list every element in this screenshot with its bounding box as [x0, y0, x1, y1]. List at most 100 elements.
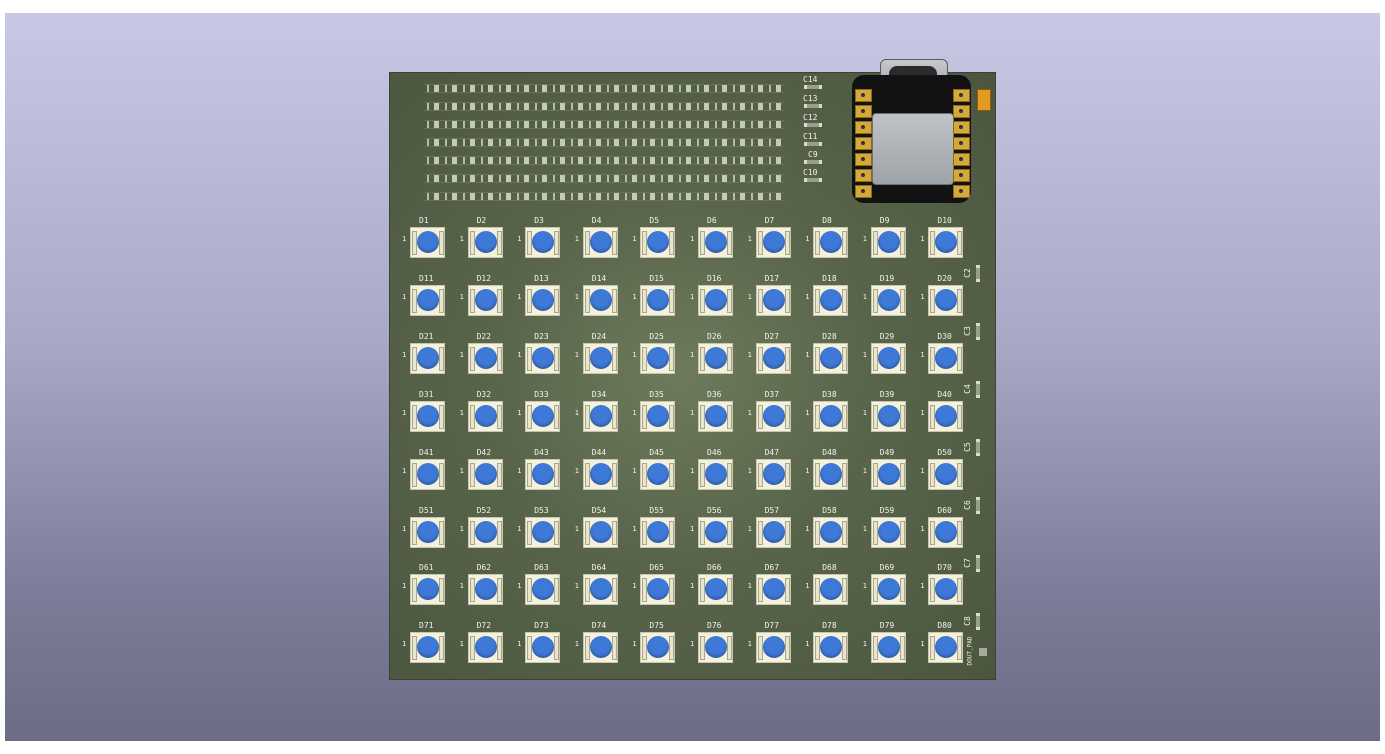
led-pad-right: [554, 520, 560, 545]
pin-one-marker: 1: [747, 292, 752, 301]
dout-pad: [979, 648, 987, 656]
led-pad-right: [727, 462, 732, 487]
led-pad-left: [872, 288, 878, 313]
pin-one-marker: 1: [459, 235, 464, 243]
capacitor-c6: [976, 497, 980, 514]
led-label: D47: [764, 447, 780, 457]
pin-one-marker: 1: [574, 408, 580, 417]
led-pad-left: [700, 520, 705, 545]
led-pad-right: [439, 346, 444, 371]
mcu-pad: [953, 137, 970, 150]
led-pad-left: [872, 231, 878, 255]
led-pad-right: [554, 578, 560, 603]
led-lens: [474, 346, 497, 369]
led-pad-left: [700, 288, 705, 313]
led-pad-right: [842, 231, 848, 255]
led-lens: [647, 578, 670, 601]
led-pad-left: [527, 404, 533, 429]
led-label: D9: [879, 216, 890, 225]
led-pad-left: [757, 520, 763, 545]
led-pad-right: [957, 520, 963, 545]
led-pad-left: [584, 231, 590, 255]
led-pad-left: [584, 346, 590, 371]
led-pad-right: [899, 462, 905, 487]
pin-one-marker: 1: [862, 524, 868, 533]
led-pad-left: [930, 578, 936, 603]
led-label: D25: [649, 331, 664, 341]
led-label: D15: [649, 273, 664, 283]
led-pad-right: [842, 462, 848, 487]
led-pad-right: [899, 231, 905, 255]
led-pad-right: [554, 404, 560, 429]
led-pad-left: [642, 346, 648, 371]
header-row-1: [425, 84, 785, 93]
led-pad-right: [439, 462, 444, 487]
led-pad-left: [815, 462, 821, 487]
3d-viewport[interactable]: C14 C13 C12 C11 C9 C10 C2 C3: [5, 13, 1380, 741]
led-label: D80: [937, 621, 952, 631]
led-lens: [474, 404, 497, 427]
led-lens: [532, 288, 555, 311]
led-pad-left: [700, 231, 705, 255]
led-pad-left: [872, 346, 878, 371]
pin-one-marker: 1: [632, 582, 637, 591]
led-pad-right: [669, 636, 675, 661]
pin-one-marker: 1: [402, 408, 407, 417]
led-pad-right: [899, 288, 905, 313]
led-pad-left: [527, 231, 533, 255]
led-pad-right: [496, 520, 502, 545]
led-label: D28: [822, 331, 837, 341]
led-pad-right: [669, 520, 675, 545]
led-lens: [877, 346, 900, 369]
pin-one-marker: 1: [574, 524, 580, 533]
led-pad-right: [727, 520, 732, 545]
led-lens: [820, 520, 843, 543]
led-label: D32: [476, 389, 492, 399]
led-label: D44: [591, 447, 607, 457]
led-lens: [877, 520, 900, 543]
pin-one-marker: 1: [632, 350, 637, 359]
pin-one-marker: 1: [402, 292, 407, 301]
pin-one-marker: 1: [805, 408, 810, 417]
led-label: D12: [476, 273, 492, 283]
led-pad-left: [412, 288, 417, 313]
led-pad-right: [611, 231, 617, 255]
led-pad-right: [496, 346, 502, 371]
led-lens: [820, 404, 843, 427]
led-lens: [877, 231, 900, 253]
led-lens: [474, 636, 497, 659]
led-lens: [647, 462, 670, 485]
led-pad-left: [469, 520, 475, 545]
led-lens: [647, 520, 670, 543]
led-pad-right: [957, 578, 963, 603]
led-label: D54: [591, 505, 607, 515]
led-label: D55: [649, 505, 664, 515]
led-label: D50: [937, 447, 952, 457]
led-lens: [647, 404, 670, 427]
led-label: D57: [764, 505, 780, 515]
led-lens: [589, 404, 612, 427]
led-lens: [935, 578, 958, 601]
led-pad-left: [412, 636, 417, 661]
led-label: D70: [937, 563, 952, 573]
led-pad-right: [611, 578, 617, 603]
led-pad-right: [611, 288, 617, 313]
led-label: D24: [591, 331, 607, 341]
led-pad-left: [469, 288, 475, 313]
pin-one-marker: 1: [805, 292, 810, 301]
led-label: D68: [822, 563, 837, 573]
dout-pad-label: DOUT_PAD: [966, 636, 974, 666]
pin-one-marker: 1: [517, 292, 522, 301]
